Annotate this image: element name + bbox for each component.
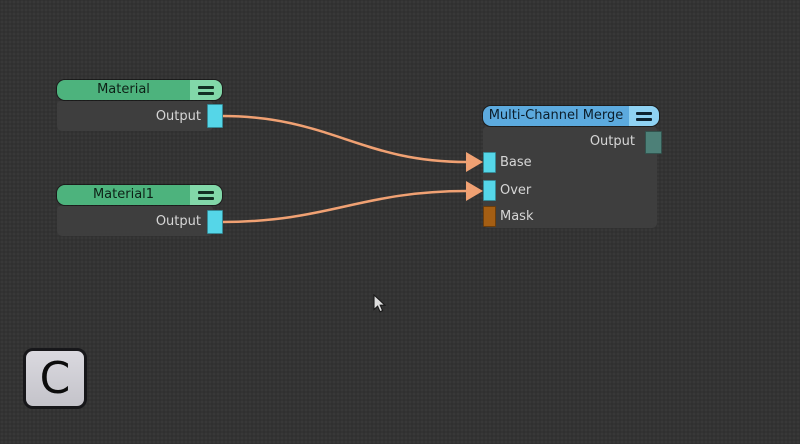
wire-arrowhead-base — [466, 152, 483, 172]
output-row: Output — [483, 127, 657, 155]
key-overlay-c: C — [23, 348, 87, 409]
input-port-mask[interactable] — [483, 206, 496, 227]
output-label: Output — [589, 133, 635, 149]
input-port-over[interactable] — [483, 180, 496, 201]
wire-arrowhead-over — [466, 181, 483, 201]
wire-material-to-base[interactable] — [220, 114, 469, 164]
node-menu-button[interactable] — [190, 80, 222, 100]
output-port-merge[interactable] — [645, 131, 662, 154]
output-label: Output — [155, 108, 201, 124]
node-title: Material — [57, 80, 190, 100]
node-material1-header[interactable]: Material1 — [56, 184, 223, 206]
node-menu-button[interactable] — [190, 185, 222, 205]
node-title: Material1 — [57, 185, 190, 205]
hamburger-icon — [636, 109, 652, 124]
input-row-over: Over — [483, 180, 531, 201]
output-port-material1[interactable] — [207, 210, 223, 234]
node-merge-header[interactable]: Multi-Channel Merge — [482, 105, 660, 127]
hamburger-icon — [198, 83, 214, 98]
node-title: Multi-Channel Merge — [483, 106, 629, 126]
output-row: Output — [57, 206, 213, 236]
node-material1-body[interactable]: Output — [57, 206, 223, 236]
input-label-mask: Mask — [500, 209, 534, 224]
output-port-material[interactable] — [207, 104, 223, 128]
key-label: C — [39, 353, 71, 404]
mouse-cursor-icon — [373, 294, 387, 313]
output-row: Output — [57, 101, 213, 131]
hamburger-icon — [198, 188, 214, 203]
node-material-header[interactable]: Material — [56, 79, 223, 101]
output-label: Output — [155, 213, 201, 229]
wire-material1-to-over[interactable] — [219, 189, 469, 224]
input-port-base[interactable] — [483, 152, 496, 173]
node-merge-body[interactable]: Output Base Over Mask — [483, 127, 662, 228]
input-label-over: Over — [500, 183, 532, 198]
input-row-mask: Mask — [483, 206, 533, 227]
input-label-base: Base — [500, 155, 532, 170]
input-row-base: Base — [483, 152, 532, 173]
node-material-body[interactable]: Output — [57, 101, 223, 131]
node-menu-button[interactable] — [629, 106, 659, 126]
